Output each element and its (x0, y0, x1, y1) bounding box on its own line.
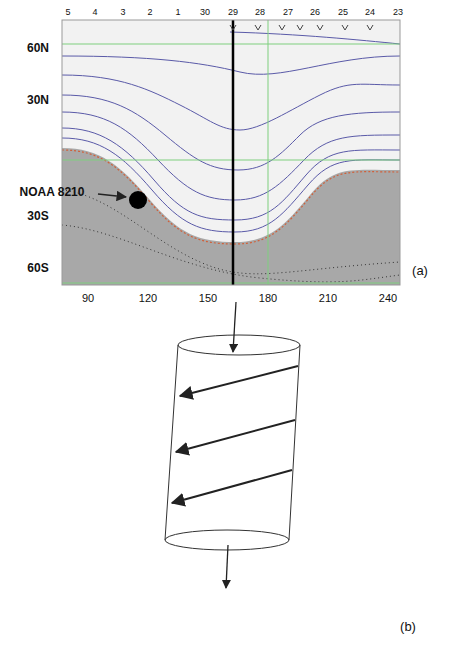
v-mark (297, 25, 303, 30)
helical-field-arrows (172, 366, 298, 503)
longitude-label: 90 (82, 293, 94, 304)
latitude-label: 30N (27, 94, 49, 106)
map-ground (62, 20, 400, 285)
v-mark (317, 25, 323, 30)
negative-contours (62, 190, 400, 282)
synoptic-map (62, 20, 400, 285)
longitude-label: 120 (139, 293, 157, 304)
rotation-day: 30 (200, 8, 210, 17)
flux-tube (165, 302, 300, 588)
v-mark (367, 25, 373, 30)
field-contours (62, 32, 400, 232)
latitude-label: 60S (27, 262, 48, 274)
negative-polarity-region (62, 148, 400, 285)
neutral-line (62, 150, 400, 244)
v-mark (342, 25, 348, 30)
rotation-day: 25 (338, 8, 348, 17)
rotation-day: 1 (175, 8, 180, 17)
rotation-day: 28 (255, 8, 265, 17)
v-mark (279, 25, 285, 30)
rotation-day: 26 (310, 8, 320, 17)
rotation-day: 29 (228, 8, 238, 17)
rotation-day: 3 (120, 8, 125, 17)
rotation-day: 4 (92, 8, 97, 17)
panel-label: (a) (412, 264, 428, 277)
v-marks (230, 25, 373, 30)
rotation-day: 2 (147, 8, 152, 17)
map-frame (62, 20, 400, 285)
v-mark (230, 25, 236, 30)
region-label: NOAA 8210 (20, 186, 85, 198)
longitude-label: 210 (319, 293, 337, 304)
v-mark (255, 25, 261, 30)
latitude-label: 60N (27, 42, 49, 54)
rotation-day: 5 (65, 8, 70, 17)
longitude-label: 150 (199, 293, 217, 304)
rotation-day: 27 (283, 8, 293, 17)
grid-lines (62, 20, 400, 285)
pointer-arrow (98, 194, 126, 197)
central-meridian (232, 20, 235, 285)
longitude-label: 180 (259, 293, 277, 304)
panel-label: (b) (400, 620, 416, 633)
rotation-day: 23 (393, 8, 403, 17)
latitude-label: 30S (27, 210, 48, 222)
longitude-label: 240 (379, 293, 397, 304)
rotation-day: 24 (365, 8, 375, 17)
active-region-dot (129, 191, 147, 209)
